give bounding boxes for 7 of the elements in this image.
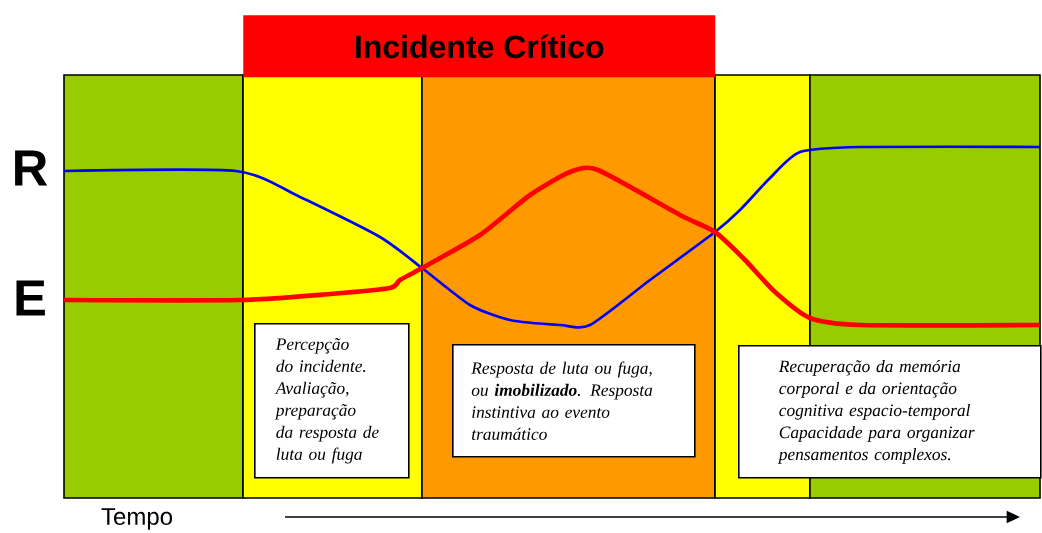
axis-label: Tempo: [101, 508, 173, 530]
text-box: Resposta de luta ou fuga, ou imobilizado. Resposta instintiva ao evento traumático: [452, 344, 696, 458]
text-box: Recuperação da memória corporal e da orientação cognitiva espacio-temporal Capacidade para organizar pensamentos complexos.: [738, 345, 1042, 479]
title-banner: Incidente Crítico: [243, 15, 716, 78]
text-box: Percepção do incidente. Avaliação, preparação da resposta de luta ou fuga: [254, 323, 410, 479]
axis-letter: E: [16, 280, 45, 316]
axis-letter: R: [15, 150, 48, 186]
